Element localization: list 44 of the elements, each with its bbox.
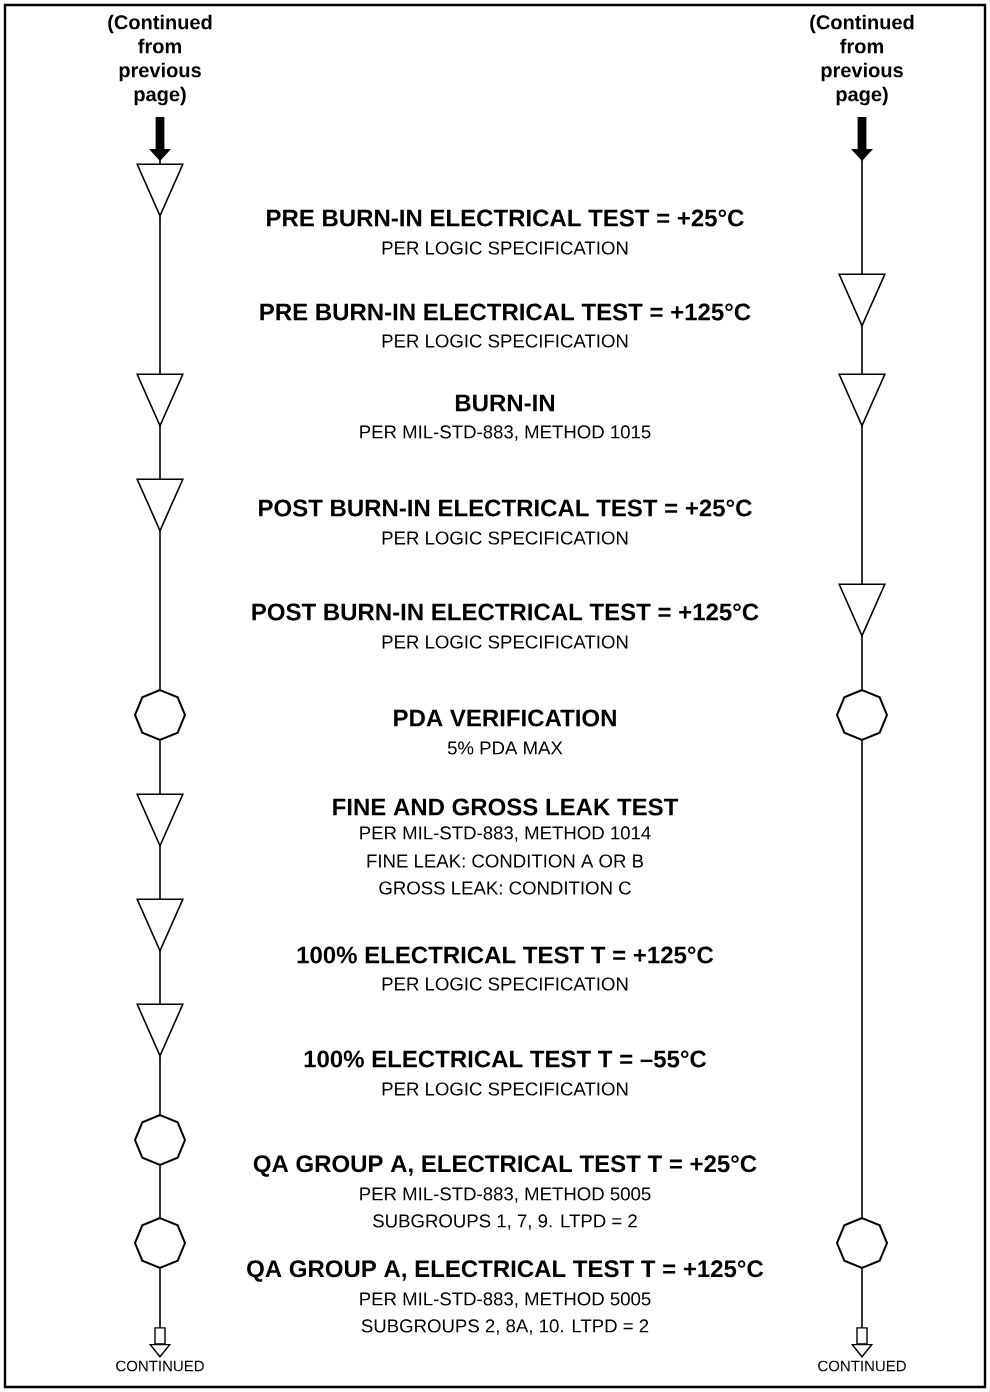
connector-line (159, 1055, 161, 1115)
continued-note: CONTINUED (818, 1360, 906, 1372)
arrow (149, 116, 171, 165)
continued-note: CONTINUED (116, 1360, 204, 1372)
arrow (851, 116, 873, 275)
continued-note: (Continued from previous page) (108, 14, 212, 106)
step-description: PER LOGIC SPECIFICATION (382, 531, 628, 545)
step-description: PER LOGIC SPECIFICATION (382, 334, 628, 348)
step-heading: PRE BURN-IN ELECTRICAL TEST = +25°C (267, 209, 744, 227)
connector-line (159, 950, 161, 1005)
step-description: PER MIL-STD-883, METHOD 5005 (360, 1292, 651, 1308)
step-heading: 100% ELECTRICAL TEST T = +125°C (297, 946, 714, 964)
connector-line (159, 1165, 161, 1218)
connector-line (861, 325, 863, 375)
step-description: PER LOGIC SPECIFICATION (382, 635, 628, 649)
step-description: PER LOGIC SPECIFICATION (382, 241, 628, 255)
connector-line (159, 215, 161, 375)
connector-line (861, 635, 863, 690)
step-heading: POST BURN-IN ELECTRICAL TEST = +25°C (259, 499, 752, 517)
continued-note: (Continued from previous page) (810, 14, 914, 106)
step-description: PER MIL-STD-883, METHOD 5005 (360, 1187, 651, 1203)
step-description: SUBGROUPS 2, 8A, 10. LTPD = 2 (361, 1319, 649, 1335)
step-heading: BURN-IN (455, 394, 555, 412)
connector-line (159, 530, 161, 690)
step-heading: PRE BURN-IN ELECTRICAL TEST = +125°C (260, 303, 751, 321)
step-description: SUBGROUPS 1, 7, 9. LTPD = 2 (373, 1214, 637, 1230)
connector-line (159, 740, 161, 795)
step-description: PER LOGIC SPECIFICATION (382, 1082, 628, 1096)
step-description: 5% PDA MAX (447, 741, 563, 755)
step-heading: QA GROUP A, ELECTRICAL TEST T = +125°C (247, 1260, 764, 1282)
connector-line (861, 740, 863, 1218)
step-description: PER LOGIC SPECIFICATION (382, 977, 628, 991)
step-description: PER MIL-STD-883, METHOD 1015 (360, 425, 651, 441)
step-description: PER MIL-STD-883, METHOD 1014 (360, 826, 651, 842)
step-heading: POST BURN-IN ELECTRICAL TEST = +125°C (252, 603, 759, 621)
step-heading: QA GROUP A, ELECTRICAL TEST T = +25°C (253, 1155, 757, 1177)
step-heading: 100% ELECTRICAL TEST T = –55°C (304, 1050, 707, 1068)
step-description: GROSS LEAK: CONDITION C (379, 881, 631, 895)
connector-line (159, 425, 161, 480)
step-heading: PDA VERIFICATION (394, 709, 616, 727)
connector-line (159, 845, 161, 900)
step-heading: FINE AND GROSS LEAK TEST (333, 798, 679, 816)
connector-line (861, 425, 863, 585)
step-description: FINE LEAK: CONDITION A OR B (367, 854, 643, 868)
